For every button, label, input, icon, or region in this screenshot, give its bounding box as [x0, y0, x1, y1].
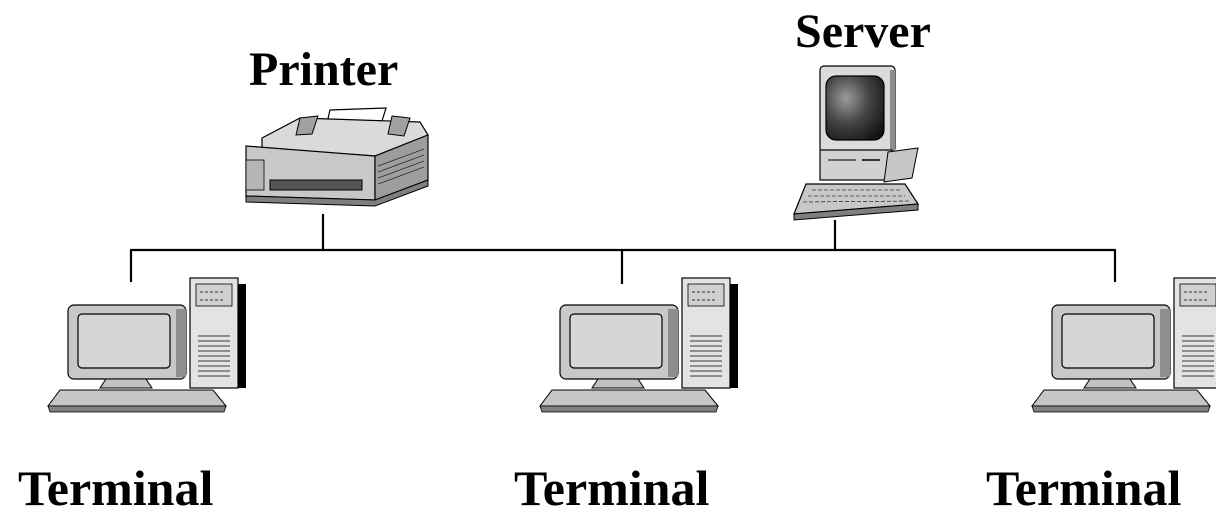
network-lines [129, 214, 1117, 284]
terminal-label: Terminal [18, 460, 214, 516]
terminal-computer-icon [47, 277, 247, 413]
printer-label: Printer [249, 43, 399, 96]
server-computer-icon [793, 65, 920, 221]
terminal-computer-icon [539, 277, 739, 413]
terminal-computer-icon [1031, 277, 1216, 413]
terminal-label: Terminal [986, 460, 1182, 516]
terminal-label: Terminal [514, 460, 710, 516]
printer-icon [245, 107, 429, 207]
server-label: Server [795, 5, 931, 58]
